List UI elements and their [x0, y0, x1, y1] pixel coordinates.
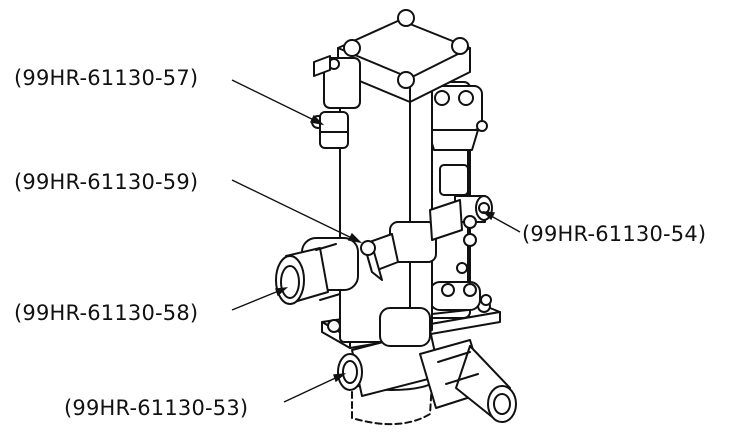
arrow-head-53 [333, 373, 347, 383]
bottom-tee-fitting [337, 307, 517, 423]
leader-line-57 [231, 79, 323, 125]
part-label-59: (99HR-61130-59) [14, 170, 199, 194]
arrow-head-59 [347, 232, 363, 244]
upper-left-valve [311, 55, 361, 149]
arrow-head-54 [482, 211, 496, 221]
leader-lines [231, 79, 521, 403]
arrow-head-57 [309, 114, 325, 126]
arrow-head-58 [275, 287, 289, 297]
part-label-54: (99HR-61130-54) [522, 222, 707, 246]
part-label-53: (99HR-61130-53) [64, 396, 249, 420]
left-large-fitting [275, 237, 359, 305]
part-label-58: (99HR-61130-58) [14, 301, 199, 325]
leader-line-59 [231, 179, 361, 243]
part-label-57: (99HR-61130-57) [14, 66, 199, 90]
leader-line-53 [283, 373, 345, 403]
elbow-fitting [360, 199, 463, 281]
